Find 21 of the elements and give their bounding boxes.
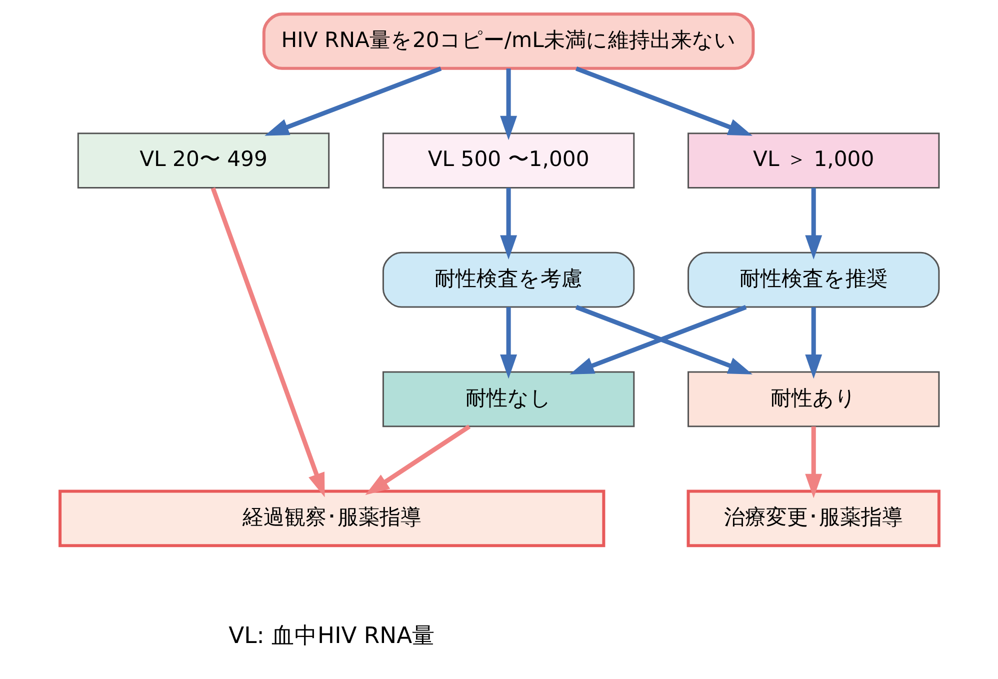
arrow <box>804 188 822 260</box>
node-box: VL ＞ 1,000 <box>687 132 940 188</box>
node-box: VL 500 〜1,000 <box>382 132 634 188</box>
node-box: VL 20〜 499 <box>76 132 330 188</box>
label: VL: 血中HIV RNA量 <box>228 623 435 650</box>
node-box: 経過観察･服薬指導 <box>58 490 605 548</box>
node-box: HIV RNA量を20コピー/mL未満に維持出来ない <box>262 12 754 70</box>
arrow <box>574 66 752 136</box>
arrow <box>210 187 324 498</box>
arrow <box>804 307 822 379</box>
arrow <box>500 68 517 140</box>
node-box: 耐性検査を考慮 <box>382 252 634 308</box>
node-box: 耐性なし <box>382 371 634 428</box>
node-box: 治療変更･服薬指導 <box>686 490 940 548</box>
arrow <box>500 307 517 379</box>
arrow <box>804 426 822 498</box>
node-box: 耐性検査を推奨 <box>687 252 940 308</box>
arrow <box>364 424 470 495</box>
arrow <box>264 66 442 136</box>
arrow <box>500 188 517 260</box>
node-box: 耐性あり <box>687 371 940 428</box>
